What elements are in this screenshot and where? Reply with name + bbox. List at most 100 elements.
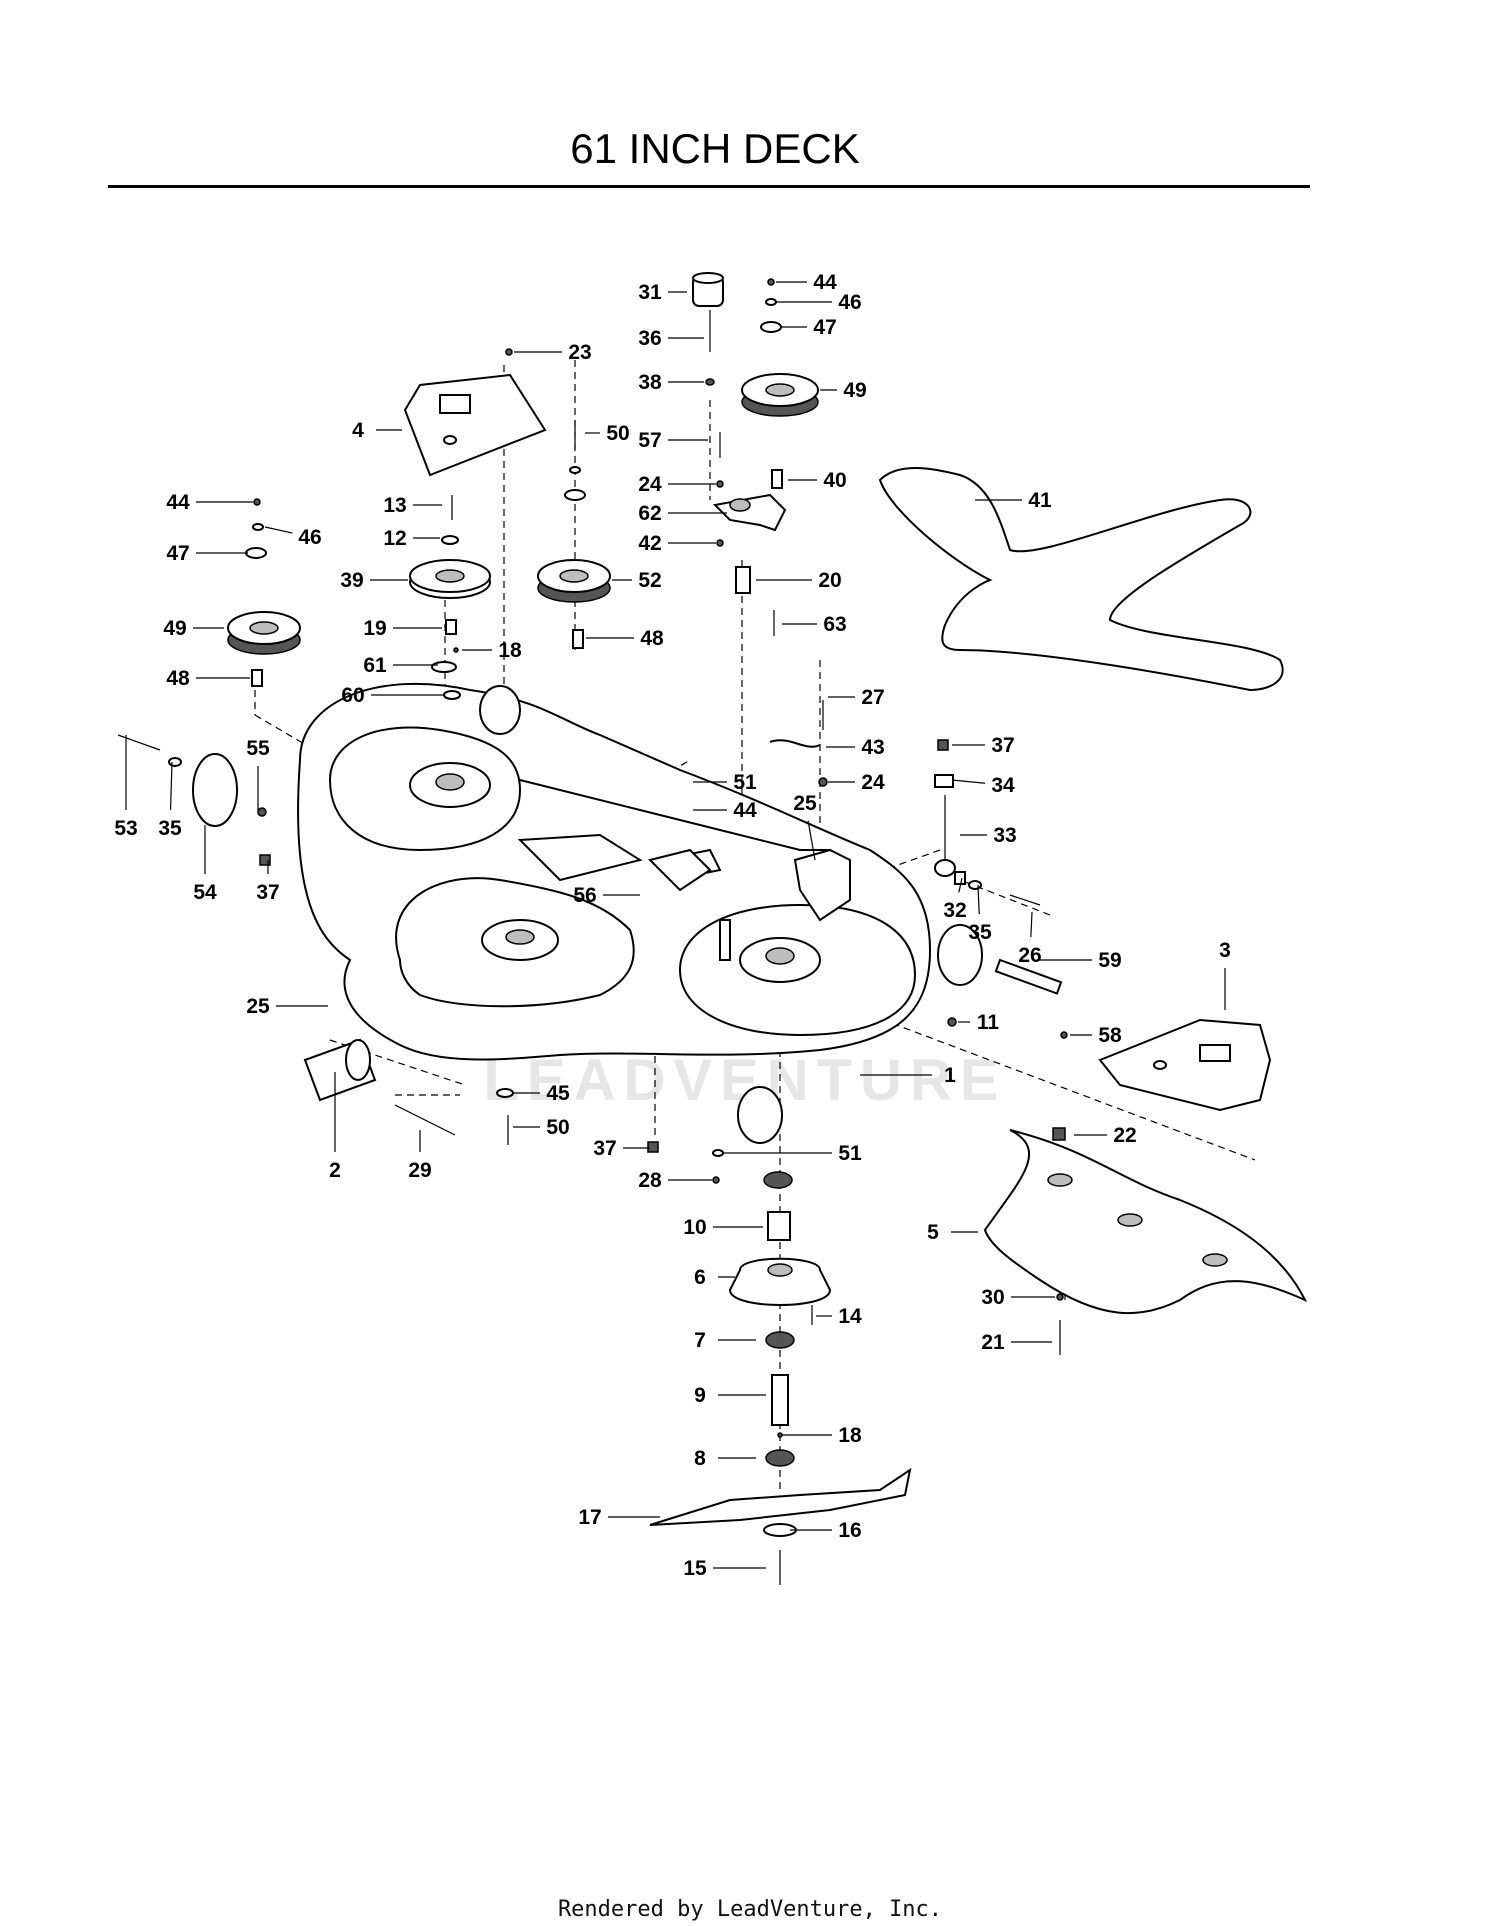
callout-41: 41 (975, 489, 1052, 512)
callout-8: 8 (694, 1447, 756, 1470)
leader-line (169, 761, 173, 811)
callout-label: 44 (166, 491, 190, 514)
callout-label: 40 (823, 469, 846, 492)
callout-49: 49 (820, 379, 867, 402)
callout-58: 58 (1070, 1024, 1122, 1047)
callout-label: 25 (246, 995, 270, 1018)
callout-30: 30 (981, 1286, 1055, 1309)
callout-18: 18 (782, 1424, 862, 1447)
callout-label: 5 (927, 1221, 939, 1244)
callout-51: 51 (693, 771, 757, 794)
callout-label: 44 (733, 799, 757, 822)
callout-label: 42 (638, 532, 661, 555)
callout-57: 57 (638, 429, 708, 452)
callout-6: 6 (694, 1266, 735, 1289)
callout-10: 10 (683, 1216, 763, 1239)
callout-20: 20 (756, 569, 842, 592)
callout-7: 7 (694, 1329, 756, 1352)
callout-43: 43 (826, 736, 885, 759)
spindle-stack (496, 1088, 912, 1585)
callout-label: 58 (1098, 1024, 1122, 1047)
callout-label: 24 (861, 771, 885, 794)
callout-24: 24 (638, 473, 716, 496)
callout-62: 62 (638, 502, 727, 525)
leader-line (1030, 911, 1033, 938)
callout-44: 44 (776, 271, 837, 294)
callout-39: 39 (340, 569, 408, 592)
callout-11: 11 (958, 1011, 999, 1034)
callout-label: 18 (838, 1424, 862, 1447)
small-hardware (245, 272, 787, 700)
callout-label: 1 (944, 1064, 956, 1087)
callout-label: 45 (546, 1082, 570, 1105)
callout-19: 19 (363, 617, 442, 640)
callout-label: 52 (638, 569, 661, 592)
leader-line (977, 884, 980, 915)
callout-label: 26 (1018, 944, 1041, 967)
callout-label: 24 (638, 473, 662, 496)
callout-label: 39 (340, 569, 363, 592)
deck-baffle (983, 1127, 1308, 1355)
callout-label: 49 (163, 617, 186, 640)
callout-60: 60 (341, 684, 444, 707)
callout-56: 56 (573, 884, 640, 907)
callout-label: 11 (977, 1011, 1000, 1034)
callout-label: 3 (1219, 939, 1231, 962)
callout-label: 47 (166, 542, 189, 565)
idler-pulley-52 (537, 559, 611, 603)
callout-31: 31 (638, 281, 687, 304)
callout-label: 37 (593, 1137, 616, 1160)
idler-pulley-49-right (741, 373, 819, 417)
callout-47: 47 (166, 542, 248, 565)
lift-linkage (519, 700, 1068, 1039)
callout-21: 21 (981, 1331, 1052, 1354)
belt-cover-left (403, 373, 547, 477)
callout-label: 16 (838, 1519, 861, 1542)
callout-label: 41 (1028, 489, 1052, 512)
callout-32: 32 (943, 877, 967, 922)
callout-label: 7 (694, 1329, 706, 1352)
callout-37: 37 (256, 860, 280, 904)
pulley-39 (409, 559, 491, 599)
callout-label: 46 (838, 291, 861, 314)
callout-label: 48 (166, 667, 190, 690)
callout-label: 28 (638, 1169, 662, 1192)
callout-label: 37 (256, 881, 279, 904)
callout-label: 51 (838, 1142, 862, 1165)
callout-48: 48 (586, 627, 664, 650)
callout-label: 6 (694, 1266, 706, 1289)
callout-54: 54 (193, 825, 217, 904)
callout-label: 13 (383, 494, 406, 517)
callout-label: 61 (363, 654, 387, 677)
callout-label: 57 (638, 429, 661, 452)
callout-46: 46 (264, 526, 322, 549)
belt-cover-right (1098, 1018, 1272, 1112)
idler-pulley-49-left (227, 611, 301, 655)
callout-label: 43 (861, 736, 884, 759)
callout-50: 50 (585, 422, 630, 445)
callout-52: 52 (612, 569, 662, 592)
callout-label: 54 (193, 881, 217, 904)
callout-40: 40 (788, 469, 847, 492)
callout-50: 50 (513, 1116, 570, 1139)
leader-line (951, 779, 986, 784)
callout-label: 38 (638, 371, 662, 394)
callout-label: 25 (793, 792, 817, 815)
callout-49: 49 (163, 617, 224, 640)
callout-28: 28 (638, 1169, 712, 1192)
callout-label: 31 (638, 281, 662, 304)
callout-label: 23 (568, 341, 591, 364)
callout-label: 9 (694, 1384, 706, 1407)
callout-29: 29 (408, 1130, 432, 1182)
callout-label: 32 (943, 899, 966, 922)
callout-55: 55 (246, 737, 270, 812)
callout-4: 4 (352, 419, 402, 442)
callout-14: 14 (816, 1305, 862, 1328)
callout-label: 34 (991, 774, 1015, 797)
callout-36: 36 (638, 327, 704, 350)
callout-9: 9 (694, 1384, 766, 1407)
callout-label: 27 (861, 686, 884, 709)
callout-label: 30 (981, 1286, 1004, 1309)
callout-label: 62 (638, 502, 661, 525)
